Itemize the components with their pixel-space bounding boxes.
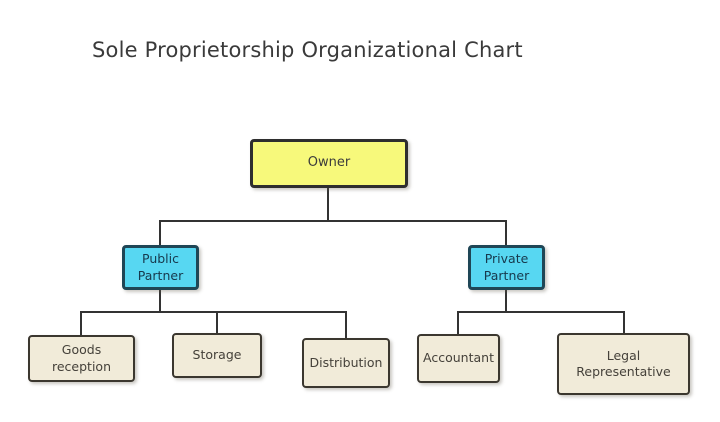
connector-level1-horizontal [159, 220, 507, 222]
node-legal-representative-label: Legal Representative [576, 347, 671, 379]
node-owner[interactable]: Owner [250, 139, 408, 188]
connector-goods-reception-drop [80, 311, 82, 335]
connector-public-partner-drop [159, 290, 161, 313]
connector-public-partner-top [159, 220, 161, 245]
node-private-partner-label: Private Partner [483, 251, 530, 283]
page-title: Sole Proprietorship Organizational Chart [92, 38, 523, 62]
connector-legal-representative-drop [623, 311, 625, 333]
node-distribution[interactable]: Distribution [302, 338, 390, 388]
connector-private-partner-drop [505, 290, 507, 313]
node-distribution-label: Distribution [309, 354, 383, 370]
node-public-partner-label: Public Partner [137, 251, 184, 283]
connector-owner-drop [327, 188, 329, 222]
connector-level2-left-horizontal [80, 311, 347, 313]
connector-private-partner-top [505, 220, 507, 245]
node-owner-label: Owner [307, 155, 351, 171]
node-storage[interactable]: Storage [172, 333, 262, 378]
node-goods-reception[interactable]: Goods reception [28, 335, 135, 382]
connector-accountant-drop [457, 311, 459, 334]
node-accountant[interactable]: Accountant [417, 334, 500, 383]
node-private-partner[interactable]: Private Partner [468, 245, 545, 290]
node-accountant-label: Accountant [423, 350, 494, 366]
node-public-partner[interactable]: Public Partner [122, 245, 199, 290]
connector-level2-right-horizontal [457, 311, 625, 313]
node-goods-reception-label: Goods reception [52, 342, 111, 374]
connector-storage-drop [216, 311, 218, 333]
node-legal-representative[interactable]: Legal Representative [557, 333, 690, 395]
connector-distribution-drop [345, 311, 347, 338]
node-storage-label: Storage [192, 347, 242, 363]
